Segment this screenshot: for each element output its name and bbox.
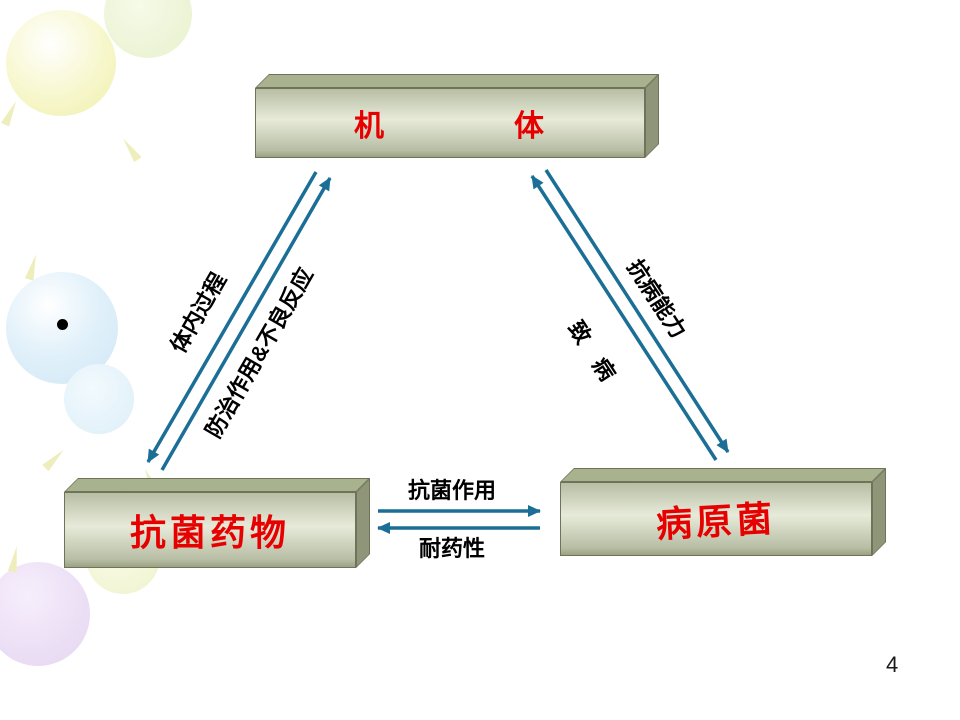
box-side-face: [872, 468, 886, 556]
node-pathogen: 病原菌: [560, 468, 886, 556]
edge-label-drug-resistance: 耐药性: [418, 536, 486, 561]
box-top-face: [560, 468, 886, 482]
box-front-face: 病原菌: [560, 482, 872, 556]
box-top-face: [255, 74, 659, 88]
node-label-drug: 抗菌药物: [129, 512, 290, 553]
arrow-drug-to-body: [160, 177, 332, 471]
balloon-icon: [6, 10, 116, 116]
arrow-body-to-pathogen: [544, 169, 730, 453]
box-front-face: 抗菌药物: [64, 492, 356, 568]
edge-label-antibacterial-action: 抗菌作用: [407, 478, 497, 503]
balloon-icon: [64, 364, 134, 434]
bullet-point: [57, 319, 68, 330]
node-label-body: 机 体: [354, 110, 546, 143]
node-drug: 抗菌药物: [64, 478, 370, 568]
node-label-pathogen: 病原菌: [655, 497, 778, 546]
box-front-face: 机 体: [255, 88, 645, 158]
page-number: 4: [886, 652, 899, 677]
box-side-face: [645, 74, 659, 158]
arrow-body-to-drug: [146, 171, 318, 463]
box-side-face: [356, 478, 370, 568]
arrow-pathogen-to-body: [530, 175, 718, 461]
balloon-icon: [0, 562, 90, 666]
box-top-face: [64, 478, 370, 492]
node-body: 机 体: [255, 74, 659, 158]
